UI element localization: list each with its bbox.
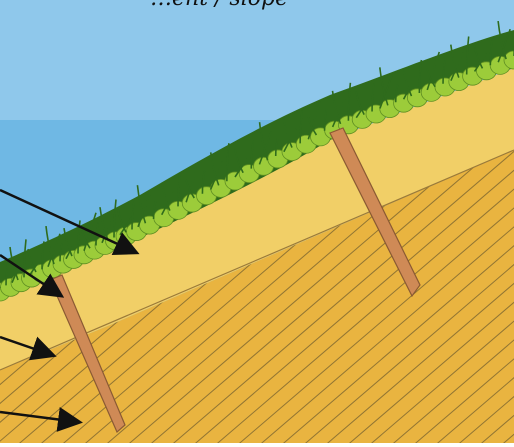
cropped-caption: …ent / slope — [150, 0, 514, 11]
